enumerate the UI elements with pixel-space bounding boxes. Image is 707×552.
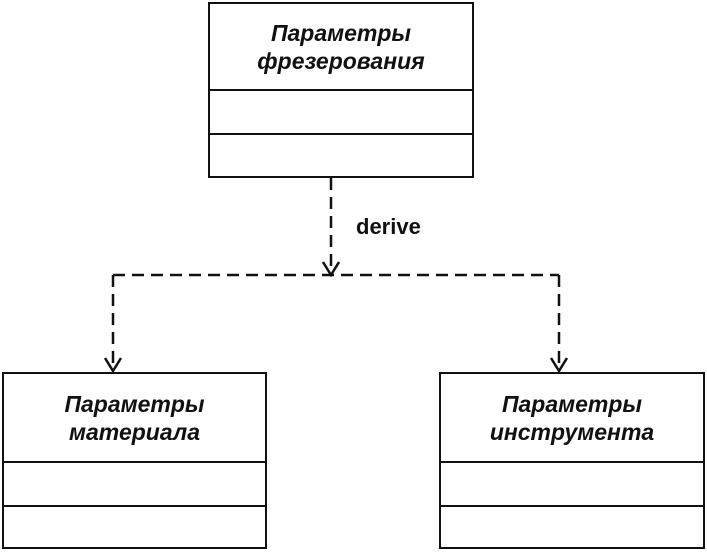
attributes-section xyxy=(441,463,703,507)
class-box-material-params: Параметры материала xyxy=(2,372,267,549)
class-title-line-2: фрезерования xyxy=(257,47,425,74)
operations-section xyxy=(441,507,703,547)
class-title: Параметры фрезерования xyxy=(210,4,472,91)
right-arrowhead xyxy=(549,357,569,374)
left-arrowhead xyxy=(103,357,123,374)
operations-section xyxy=(210,135,472,176)
operations-section xyxy=(4,507,265,547)
class-title: Параметры материала xyxy=(4,374,265,463)
attributes-section xyxy=(4,463,265,507)
trunk-arrowhead xyxy=(321,261,341,278)
class-title-line-1: Параметры xyxy=(270,19,412,46)
attributes-section xyxy=(210,91,472,135)
class-title: Параметры инструмента xyxy=(441,374,703,463)
class-title-line-1: Параметры xyxy=(501,390,643,417)
class-title-line-1: Параметры xyxy=(64,390,205,417)
class-title-line-2: материала xyxy=(68,418,200,445)
derive-label: derive xyxy=(356,214,421,239)
class-box-milling-params: Параметры фрезерования xyxy=(208,2,474,178)
class-box-tool-params: Параметры инструмента xyxy=(439,372,705,549)
class-title-line-2: инструмента xyxy=(489,418,655,445)
